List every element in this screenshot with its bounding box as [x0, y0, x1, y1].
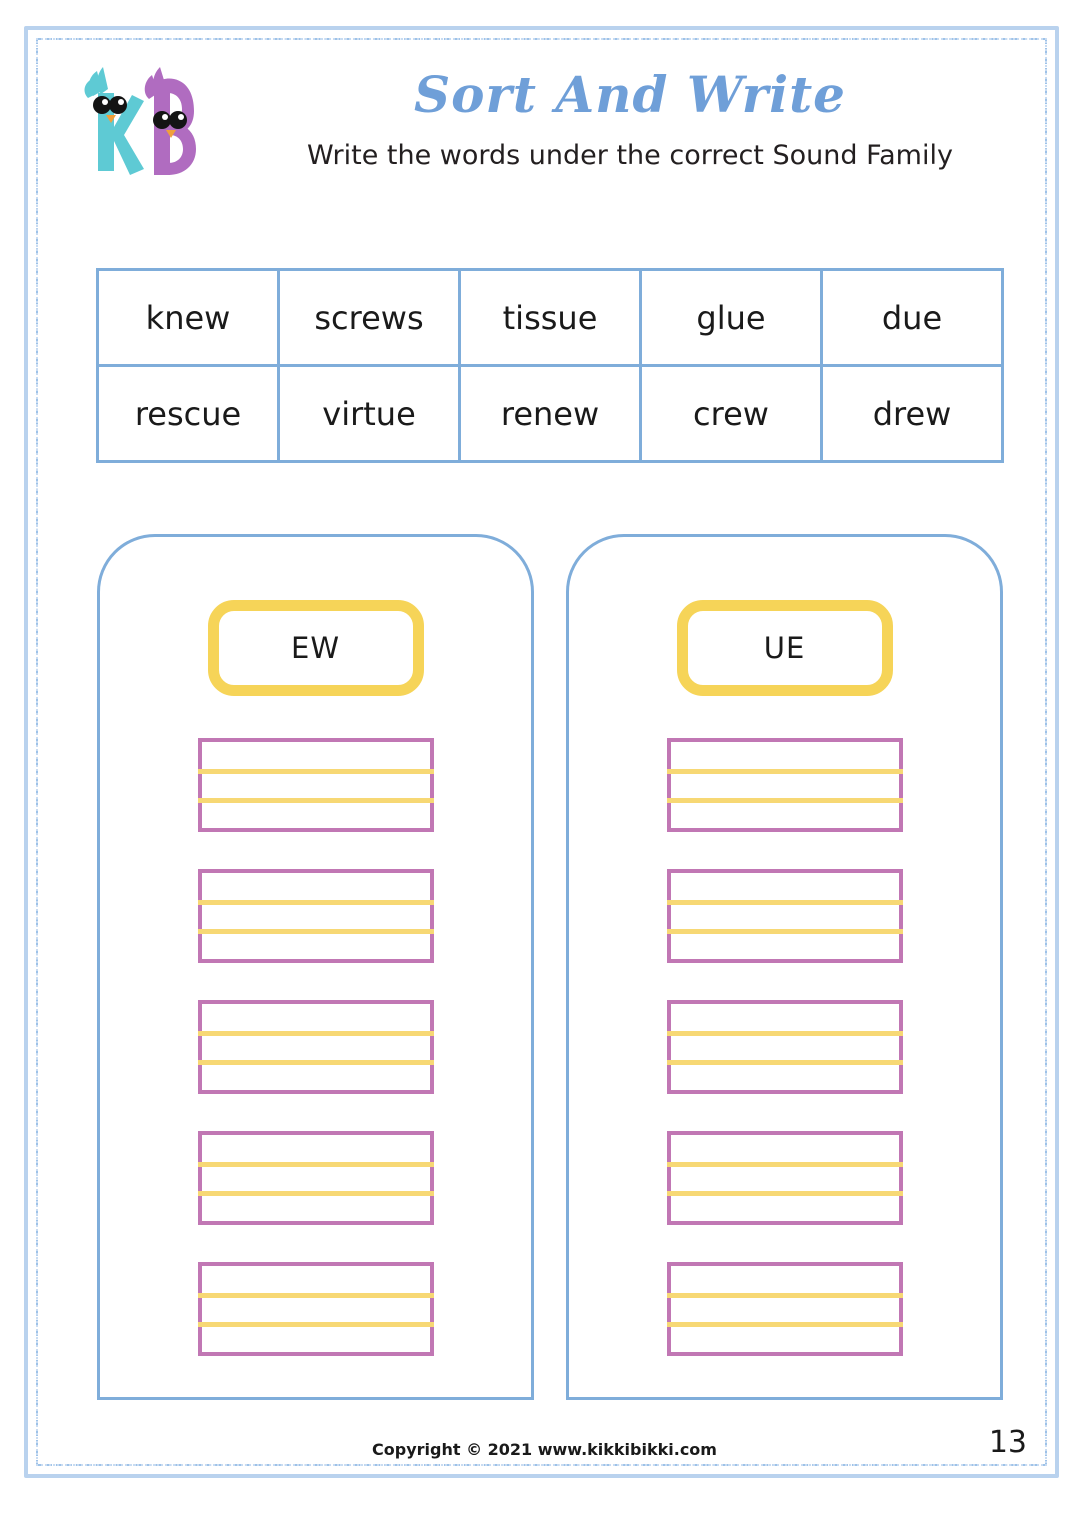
guide-line-lower: [197, 1060, 434, 1065]
word-bank-cell: screws: [277, 268, 461, 367]
guide-line-upper: [197, 1293, 434, 1298]
guide-line-upper: [666, 769, 903, 774]
writing-lines-group: [666, 738, 903, 1356]
writing-line-box[interactable]: [197, 738, 434, 832]
writing-line-box[interactable]: [666, 738, 903, 832]
guide-line-lower: [197, 929, 434, 934]
sort-panel-ue: UE: [566, 534, 1003, 1400]
sort-panel-ew: EW: [97, 534, 534, 1400]
writing-line-box[interactable]: [666, 1262, 903, 1356]
word-bank-cell: tissue: [458, 268, 642, 367]
guide-line-upper: [197, 1031, 434, 1036]
writing-line-box[interactable]: [666, 1131, 903, 1225]
writing-lines-group: [197, 738, 434, 1356]
writing-line-box[interactable]: [197, 1000, 434, 1094]
guide-line-upper: [666, 1293, 903, 1298]
page-header: Sort And Write Write the words under the…: [60, 55, 1020, 215]
writing-line-box[interactable]: [197, 1131, 434, 1225]
sound-family-label: UE: [676, 600, 893, 696]
word-bank-cell: glue: [639, 268, 823, 367]
logo-bird-k: [84, 67, 144, 175]
guide-line-lower: [197, 798, 434, 803]
word-bank-cell: knew: [96, 268, 280, 367]
writing-line-box[interactable]: [197, 1262, 434, 1356]
guide-line-upper: [197, 769, 434, 774]
kikkibikki-logo: [70, 65, 210, 180]
guide-line-lower: [197, 1322, 434, 1327]
writing-line-box[interactable]: [197, 869, 434, 963]
word-bank-cell: renew: [458, 364, 642, 463]
page-inner-dashed-border: [36, 38, 1047, 1466]
word-bank-cell: drew: [820, 364, 1004, 463]
writing-line-box[interactable]: [666, 1000, 903, 1094]
guide-line-upper: [666, 1162, 903, 1167]
word-bank-cell: rescue: [96, 364, 280, 463]
word-bank-cell: virtue: [277, 364, 461, 463]
guide-line-upper: [197, 900, 434, 905]
footer-copyright: Copyright © 2021 www.kikkibikki.com: [372, 1440, 717, 1459]
word-bank-cell: due: [820, 268, 1004, 367]
guide-line-upper: [666, 900, 903, 905]
guide-line-lower: [197, 1191, 434, 1196]
guide-line-lower: [666, 929, 903, 934]
guide-line-lower: [666, 1191, 903, 1196]
page-number: 13: [988, 1425, 1027, 1460]
guide-line-lower: [666, 1060, 903, 1065]
guide-line-upper: [666, 1031, 903, 1036]
guide-line-lower: [666, 1322, 903, 1327]
guide-line-upper: [197, 1162, 434, 1167]
page-subtitle: Write the words under the correct Sound …: [307, 139, 953, 171]
guide-line-lower: [666, 798, 903, 803]
sound-family-label: EW: [207, 600, 424, 696]
logo-bird-b: [144, 67, 196, 175]
sort-panels-container: EW UE: [97, 534, 1003, 1400]
page-title: Sort And Write: [414, 65, 846, 124]
word-bank-cell: crew: [639, 364, 823, 463]
title-block: Sort And Write Write the words under the…: [250, 65, 1010, 171]
writing-line-box[interactable]: [666, 869, 903, 963]
